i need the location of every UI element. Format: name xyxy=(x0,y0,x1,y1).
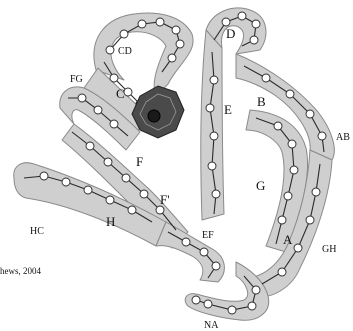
helix-label-c: C xyxy=(116,86,125,101)
helix-label-a: A xyxy=(283,232,293,247)
region-label-na: NA xyxy=(204,320,219,331)
region-label-cd: CD xyxy=(118,46,132,57)
figure-credit: hews, 2004 xyxy=(0,266,41,276)
helix-tube-ef xyxy=(156,222,224,282)
heme-iron-atom xyxy=(148,110,160,122)
helix-label-fprime: F' xyxy=(160,192,170,207)
helix-label-d: D xyxy=(226,26,235,41)
region-label-gh: GH xyxy=(322,244,336,255)
helix-label-b: B xyxy=(257,94,266,109)
region-label-fg: FG xyxy=(70,74,83,85)
helix-label-g: G xyxy=(256,178,265,193)
helix-label-h: H xyxy=(106,214,115,229)
region-label-hc: HC xyxy=(30,226,44,237)
heme-group xyxy=(132,86,184,138)
region-label-ef: EF xyxy=(202,230,214,241)
helix-label-f: F xyxy=(136,154,143,169)
region-label-ab: AB xyxy=(336,132,350,143)
helix-label-e: E xyxy=(224,102,232,117)
